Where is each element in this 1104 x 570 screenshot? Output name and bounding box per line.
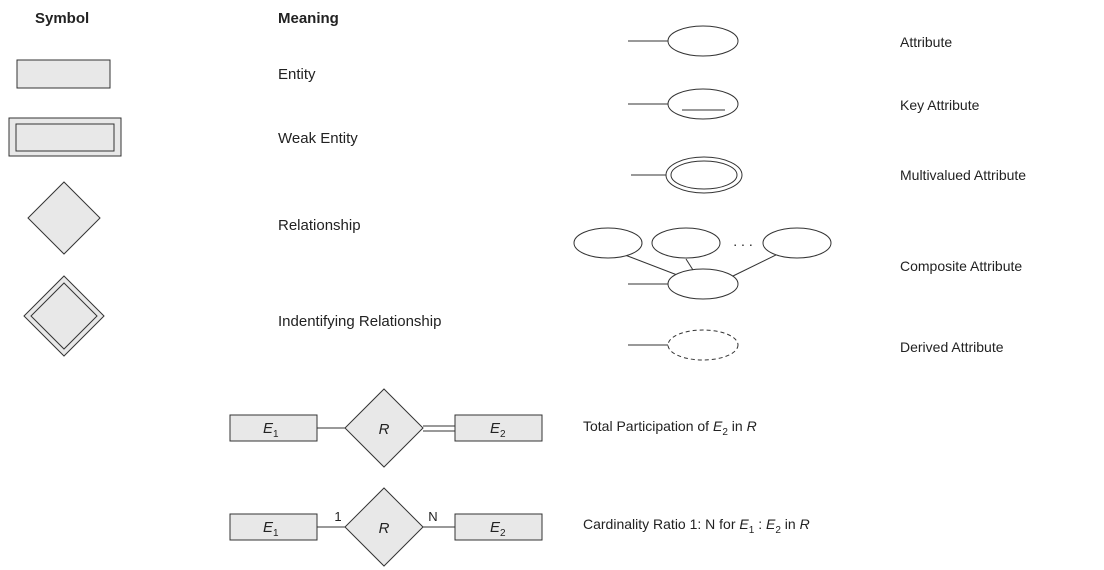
composite-component-ellipse-1 <box>573 227 643 259</box>
cardinality-ratio-description: Cardinality Ratio 1: N for E1 : E2 in R <box>583 516 810 536</box>
multivalued-attribute-inner-ellipse <box>670 160 738 190</box>
composite-component-ellipse-2 <box>651 227 721 259</box>
participation-entity-e2 <box>454 414 543 442</box>
attribute-meaning-label: Attribute <box>900 34 953 50</box>
cardinality-left-value: 1 <box>334 509 341 524</box>
identifying-relationship-inner-diamond <box>30 282 98 350</box>
attribute-ellipse <box>667 25 739 57</box>
entity-meaning-label: Entity <box>278 66 316 83</box>
composite-attribute-meaning-label: Composite Attribute <box>900 258 1023 274</box>
participation-e1-label: E1 <box>263 420 279 440</box>
cardinality-ratio-example: E1 R E2 1 N <box>229 487 543 567</box>
composite-component-ellipse-3 <box>762 227 832 259</box>
key-attribute-meaning-label: Key Attribute <box>900 97 980 113</box>
cardinality-relationship-r <box>344 487 424 567</box>
composite-ellipsis-text: . . . <box>733 233 752 249</box>
relationship-symbol <box>27 181 101 255</box>
multivalued-attribute-symbol <box>631 156 743 194</box>
weak-entity-meaning-label: Weak Entity <box>278 130 358 147</box>
meaning-column-header: Meaning <box>278 10 339 27</box>
cardinality-e1-label: E1 <box>263 519 279 539</box>
derived-attribute-ellipse <box>667 329 739 361</box>
total-participation-example: E1 R E2 <box>229 388 543 468</box>
derived-attribute-symbol <box>628 329 739 361</box>
key-attribute-symbol <box>628 88 739 120</box>
composite-link-right <box>732 251 783 277</box>
composite-link-left <box>624 254 686 279</box>
participation-e2-label: E2 <box>490 420 506 440</box>
participation-relationship-r <box>344 388 424 468</box>
identifying-relationship-symbol <box>23 275 105 357</box>
relationship-meaning-label: Relationship <box>278 217 361 234</box>
cardinality-entity-e2 <box>454 513 543 541</box>
cardinality-right-value: N <box>428 509 437 524</box>
attribute-symbol <box>628 25 739 57</box>
weak-entity-symbol <box>8 117 122 157</box>
cardinality-e2-label: E2 <box>490 519 506 539</box>
composite-attribute-symbol: . . . <box>573 227 832 300</box>
derived-attribute-meaning-label: Derived Attribute <box>900 339 1004 355</box>
cardinality-entity-e1 <box>229 513 318 541</box>
participation-entity-e1 <box>229 414 318 442</box>
cardinality-r-label: R <box>379 520 390 537</box>
participation-r-label: R <box>379 421 390 438</box>
symbol-column-header: Symbol <box>35 10 90 27</box>
key-attribute-ellipse <box>667 88 739 120</box>
composite-link-middle <box>685 258 694 271</box>
entity-symbol <box>16 59 111 89</box>
identifying-relationship-meaning-label: Indentifying Relationship <box>278 313 442 330</box>
weak-entity-inner-rect <box>15 123 115 152</box>
total-participation-description: Total Participation of E2 in R <box>583 418 757 438</box>
composite-attribute-ellipse <box>667 268 739 300</box>
multivalued-attribute-meaning-label: Multivalued Attribute <box>900 167 1027 183</box>
